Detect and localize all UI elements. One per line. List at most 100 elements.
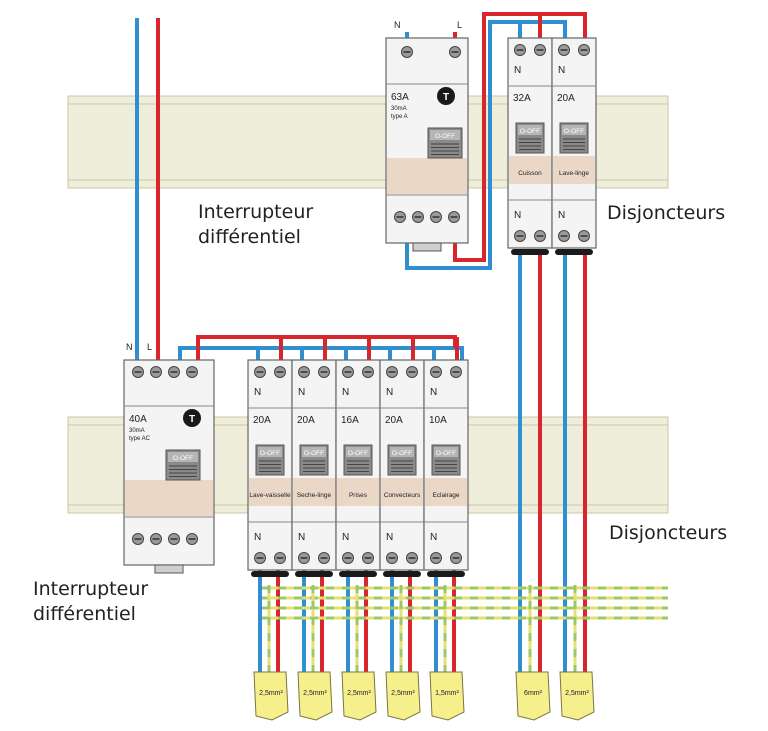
cable-tag-top-1 [559, 671, 595, 721]
rcd-bottom-sensitivity: 30mA [129, 428, 145, 434]
breaker-bottom-1-toggle-label: O-OFF [304, 450, 324, 457]
breaker-top-0-label-strip [509, 156, 551, 184]
breaker-top-1-toggle-top [562, 125, 586, 135]
bottom-bus-neutral [178, 346, 464, 370]
cable-tag-bottom-1-text: 2,5mm² [303, 690, 327, 697]
breaker-bottom-4-toggle-top [434, 447, 458, 457]
breaker-bottom-0-rating: 20A [253, 415, 271, 426]
main-n-label: N [126, 342, 133, 352]
breaker-bottom-1-neutral-top: N [298, 387, 305, 398]
rcd-top-label-line1: Interrupteur [198, 201, 314, 223]
breaker-top-0-circuit-name: Cuisson [518, 170, 542, 177]
cable-tag-bottom-4 [429, 671, 465, 721]
rcd-top-label-line2: différentiel [198, 226, 301, 248]
rcd-bottom-label-strip [125, 480, 213, 516]
rcd-bottom-test-button [183, 409, 201, 427]
breaker-top-1-neutral-bottom: N [558, 210, 565, 221]
rcd-bottom-label: Interrupteur différentiel [33, 577, 148, 627]
breaker-bottom-2-circuit-name: Prises [349, 492, 368, 499]
breaker-bottom-1-clip [295, 571, 333, 577]
breakers-bottom-label: Disjoncteurs [609, 522, 728, 544]
rcd-bottom: 40A 30mA type AC T O-OFF [123, 359, 215, 574]
cable-tag-bottom-2 [341, 671, 377, 721]
top-n-label: N [394, 20, 401, 30]
cable-tag-top-0-text: 6mm² [524, 690, 543, 697]
cable-tag-bottom-3 [385, 671, 421, 721]
cable-tag-bottom-2-text: 2,5mm² [347, 690, 371, 697]
rcd-top-label-strip [387, 158, 467, 194]
breaker-bottom-4-neutral-bottom: N [430, 532, 437, 543]
cable-tag-bottom-1 [297, 671, 333, 721]
breaker-bottom-2-neutral-bottom: N [342, 532, 349, 543]
breaker-bottom-0-neutral-bottom: N [254, 532, 261, 543]
breaker-bottom-4-clip [427, 571, 465, 577]
rcd-bottom-clip [154, 564, 184, 574]
breaker-top-0-toggle-label: O-OFF [520, 128, 540, 135]
rcd-bottom-toggle-top [168, 452, 198, 462]
breaker-bottom-4-toggle-label: O-OFF [436, 450, 456, 457]
earth-conductors [262, 585, 668, 672]
breaker-bottom-1-rating: 20A [297, 415, 315, 426]
breaker-bottom-3-label-strip [381, 478, 423, 506]
rcd-bottom-rating: 40A [129, 414, 147, 425]
breaker-bottom-1-toggle-top [302, 447, 326, 457]
breaker-bottom-0-neutral-top: N [254, 387, 261, 398]
breaker-bottom-4-neutral-top: N [430, 387, 437, 398]
breaker-bottom-4-circuit-name: Eclairage [432, 492, 459, 499]
breaker-bottom-4-rating: 10A [429, 415, 447, 426]
breaker-bottom-1-neutral-bottom: N [298, 532, 305, 543]
breaker-bottom-3-neutral-top: N [386, 387, 393, 398]
cable-tag-bottom-0 [253, 671, 289, 721]
rcd-top-type: type A [391, 114, 408, 120]
breaker-bottom-3-circuit-name: Convecteurs [384, 492, 421, 499]
rcd-top-test-button [437, 87, 455, 105]
rcd-top-sensitivity: 30mA [391, 106, 407, 112]
breaker-top-0-rating: 32A [513, 93, 531, 104]
breaker-top-1-clip [555, 249, 593, 255]
breaker-top-1-label-strip [553, 156, 595, 184]
breaker-bottom-2-clip [339, 571, 377, 577]
rcd-top-label: Interrupteur différentiel [198, 200, 313, 250]
breaker-top-0-neutral-top: N [514, 65, 521, 76]
breaker-top-1-circuit-name: Lave-linge [559, 170, 589, 177]
breaker-bottom-4-label-strip [425, 478, 467, 506]
breakers-top-label: Disjoncteurs [607, 202, 726, 224]
top-bus-live [453, 12, 587, 262]
breaker-bottom-2-rating: 16A [341, 415, 359, 426]
cable-tag-bottom-4-text: 1,5mm² [435, 690, 459, 697]
breaker-top-0-toggle-top [518, 125, 542, 135]
breaker-bottom-2-neutral-top: N [342, 387, 349, 398]
breaker-bottom-0-clip [251, 571, 289, 577]
breaker-bottom-2-toggle-top [346, 447, 370, 457]
rcd-bottom-label-line2: différentiel [33, 603, 136, 625]
top-bus-neutral [405, 20, 567, 270]
breaker-bottom-0-label-strip [249, 478, 291, 506]
rcd-bottom-toggle-label: O-OFF [173, 455, 193, 462]
cable-tag-bottom-0-text: 2,5mm² [259, 690, 283, 697]
breaker-bottom-3-rating: 20A [385, 415, 403, 426]
rcd-top-test-label: T [443, 92, 449, 103]
breaker-top-1-toggle-label: O-OFF [564, 128, 584, 135]
breaker-bottom-3-clip [383, 571, 421, 577]
breaker-bottom-0-circuit-name: Lave-vaisselle [249, 492, 291, 499]
breaker-top-0-clip [511, 249, 549, 255]
rcd-bottom-type: type AC [129, 436, 151, 442]
breaker-bottom-2-label-strip [337, 478, 379, 506]
breaker-bottom-3-toggle-label: O-OFF [392, 450, 412, 457]
breaker-bottom-3-toggle-top [390, 447, 414, 457]
rcd-top-clip [412, 242, 442, 252]
rcd-bottom-test-label: T [189, 414, 195, 425]
breaker-bottom-0-toggle-label: O-OFF [260, 450, 280, 457]
cable-tag-top-0 [515, 671, 551, 721]
breaker-top-1-rating: 20A [557, 93, 575, 104]
rcd-bottom-label-line1: Interrupteur [33, 578, 149, 600]
